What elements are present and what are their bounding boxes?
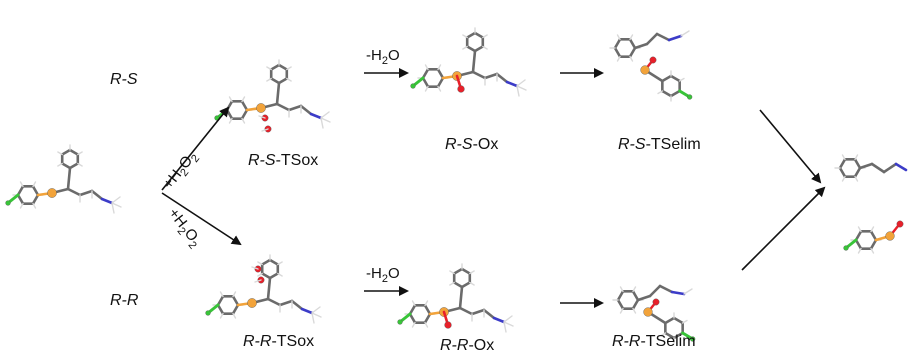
molecule-products (834, 154, 908, 254)
arrow-start-to-rr-tsox (161, 192, 242, 246)
sulfur-atom (885, 231, 895, 241)
label-rr-tsox: R-R-TSox (243, 333, 314, 350)
chlorine-atom (410, 83, 416, 89)
chlorine-atom (397, 319, 403, 325)
oxygen-atom (649, 56, 657, 64)
chlorine-atom (687, 94, 693, 100)
condition-minus-water-bottom: -H2O (366, 265, 400, 285)
oxygen-atom (444, 321, 452, 329)
oxygen-atom (896, 220, 904, 228)
row-label-rr: R-R (110, 292, 139, 309)
label-rs-ox: R-S-Ox (445, 136, 498, 153)
chlorine-atom (843, 245, 849, 251)
label-rr-tselim: R-R-TSelim (612, 333, 696, 350)
chlorine-atom (205, 310, 211, 316)
molecule-rr-ox (397, 263, 514, 333)
arrow-start-to-rs-tsox (161, 106, 230, 191)
label-rr-ox: R-R-Ox (440, 337, 494, 352)
sulfur-atom (47, 188, 57, 198)
oxygen-atom (652, 298, 660, 306)
molecule-start (5, 144, 122, 214)
sulfur-atom (640, 65, 650, 75)
molecule-rs-tselim (609, 30, 693, 102)
chlorine-atom (690, 336, 696, 342)
sulfur-atom (247, 298, 257, 308)
molecule-rs-tsox (214, 59, 331, 133)
row-label-rs: R-S (110, 71, 138, 88)
condition-plus-peroxide-top: +H2O2 (160, 148, 203, 195)
sulfur-atom (256, 103, 266, 113)
condition-minus-water-top: -H2O (366, 47, 400, 67)
molecule-layer (5, 27, 908, 344)
label-rs-tsox: R-S-TSox (248, 152, 318, 169)
oxygen-atom (457, 85, 465, 93)
arrow-rs-tselim-to-products (759, 109, 822, 184)
condition-plus-peroxide-bottom: +H2O2 (162, 205, 205, 252)
molecule-rs-ox (410, 27, 527, 97)
molecule-rr-tselim (612, 284, 696, 344)
chlorine-atom (5, 200, 11, 206)
label-rs-tselim: R-S-TSelim (618, 136, 701, 153)
sulfur-atom (643, 307, 653, 317)
arrow-rr-tselim-to-products (741, 186, 826, 271)
molecule-rr-tsox (205, 254, 322, 324)
